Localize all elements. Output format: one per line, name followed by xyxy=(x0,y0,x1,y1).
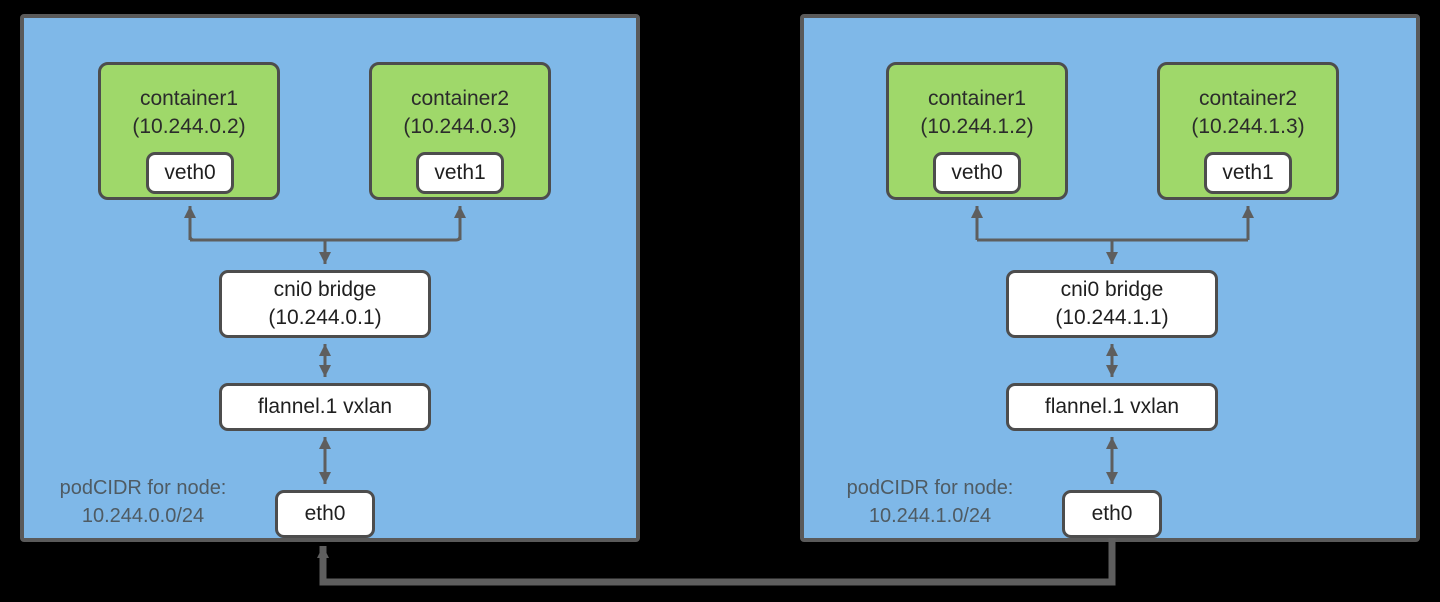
podcidr-value: 10.244.0.0/24 xyxy=(81,505,205,527)
eth0-box-left: eth0 xyxy=(275,490,375,538)
veth-box-left-2: veth1 xyxy=(416,152,504,194)
veth-label: veth0 xyxy=(951,161,1003,184)
eth0-label: eth0 xyxy=(304,502,346,525)
podcidr-caption-left: podCIDR for node: 10.244.0.0/24 xyxy=(38,474,248,530)
container-ip: (10.244.1.3) xyxy=(1191,115,1305,138)
eth0-box-right: eth0 xyxy=(1062,490,1162,538)
container-label: container2 xyxy=(410,87,510,110)
veth-label: veth1 xyxy=(434,161,486,184)
bridge-label: cni0 bridge xyxy=(1060,278,1164,301)
container-ip: (10.244.1.2) xyxy=(920,115,1034,138)
bridge-ip: (10.244.1.1) xyxy=(1055,306,1169,329)
veth-box-right-2: veth1 xyxy=(1204,152,1292,194)
bridge-label: cni0 bridge xyxy=(273,278,377,301)
flannel-box-left: flannel.1 vxlan xyxy=(219,383,431,431)
eth0-label: eth0 xyxy=(1091,502,1133,525)
container-ip: (10.244.0.2) xyxy=(132,115,246,138)
veth-label: veth1 xyxy=(1222,161,1274,184)
eth0-underlay-link xyxy=(317,538,1116,586)
podcidr-label: podCIDR for node: xyxy=(59,477,227,499)
cni0-bridge-box-left: cni0 bridge (10.244.0.1) xyxy=(219,270,431,338)
container-label: container1 xyxy=(927,87,1027,110)
container-box-right-1: container1 (10.244.1.2) xyxy=(886,62,1068,200)
veth-box-right-1: veth0 xyxy=(933,152,1021,194)
veth-label: veth0 xyxy=(164,161,216,184)
container-ip: (10.244.0.3) xyxy=(403,115,517,138)
container-label: container1 xyxy=(139,87,239,110)
flannel-box-right: flannel.1 vxlan xyxy=(1006,383,1218,431)
veth-box-left-1: veth0 xyxy=(146,152,234,194)
cni0-bridge-box-right: cni0 bridge (10.244.1.1) xyxy=(1006,270,1218,338)
podcidr-caption-right: podCIDR for node: 10.244.1.0/24 xyxy=(825,474,1035,530)
flannel-label: flannel.1 vxlan xyxy=(1044,395,1180,418)
flannel-label: flannel.1 vxlan xyxy=(257,395,393,418)
container-label: container2 xyxy=(1198,87,1298,110)
podcidr-value: 10.244.1.0/24 xyxy=(868,505,992,527)
podcidr-label: podCIDR for node: xyxy=(846,477,1014,499)
bridge-ip: (10.244.0.1) xyxy=(268,306,382,329)
